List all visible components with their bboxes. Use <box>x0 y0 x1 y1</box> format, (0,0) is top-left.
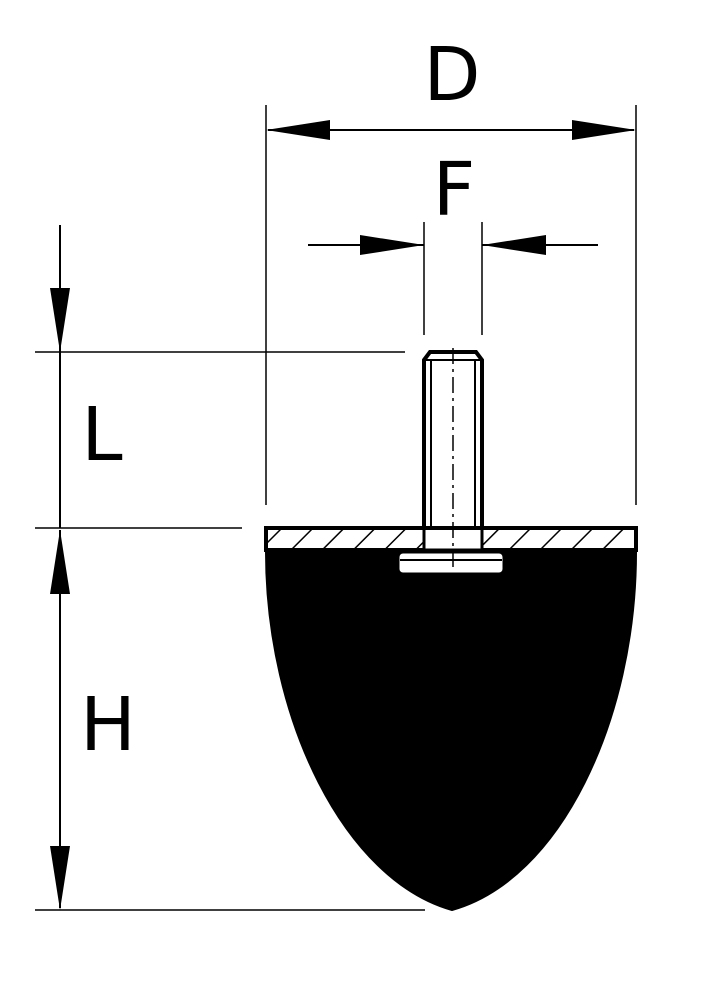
dimension-label-l: L <box>81 392 122 478</box>
base-plate <box>264 526 638 552</box>
embedded-nut <box>396 550 506 576</box>
dimension-label-h: H <box>80 682 136 768</box>
threaded-stud <box>422 348 484 572</box>
dimension-d: D <box>265 32 637 505</box>
dimension-label-d: D <box>424 32 481 118</box>
dimension-f: F <box>308 147 598 335</box>
dimension-label-f: F <box>433 147 476 233</box>
dimension-h: H <box>35 530 425 911</box>
rubber-buffer-body <box>264 551 638 912</box>
dimension-l: L <box>35 225 405 529</box>
